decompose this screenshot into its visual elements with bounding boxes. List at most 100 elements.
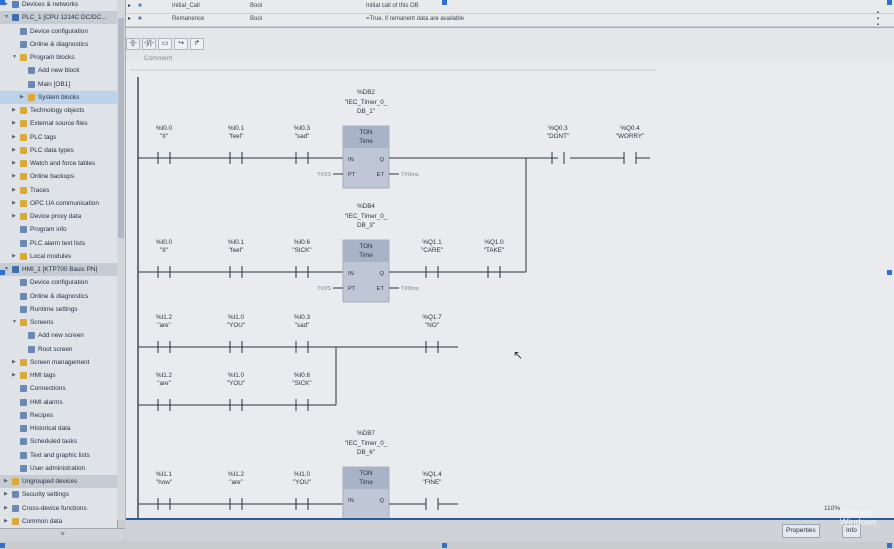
- expand-arrow-icon[interactable]: ▶: [12, 107, 16, 113]
- tree-scrollbar[interactable]: [117, 0, 126, 520]
- diagnostics-icon: [20, 40, 27, 48]
- interface-row[interactable]: ▸ ■ Remanence Bool =True, if remanent da…: [126, 13, 894, 27]
- tree-item[interactable]: Scheduled tasks: [0, 435, 117, 448]
- expand-arrow-icon[interactable]: ▶: [12, 173, 16, 180]
- resize-handle[interactable]: [0, 543, 5, 548]
- zoom-level[interactable]: 110%: [824, 505, 841, 512]
- tree-item[interactable]: Main [OB1]: [0, 78, 117, 91]
- tree-item[interactable]: Device configuration: [0, 25, 117, 38]
- tree-item[interactable]: ▶Devices & networks: [0, 0, 117, 11]
- tree-item[interactable]: ▶HMI tags: [0, 369, 117, 382]
- tree-item[interactable]: ▼Program blocks: [0, 51, 117, 64]
- tree-item-label: Technology objects: [30, 107, 85, 114]
- resize-handle[interactable]: [0, 0, 5, 5]
- expand-icon[interactable]: ▸: [128, 3, 132, 9]
- expand-arrow-icon[interactable]: ▶: [12, 213, 16, 219]
- tree-item[interactable]: ▼Screens: [0, 316, 117, 329]
- expand-icon[interactable]: ▸: [128, 16, 132, 22]
- tree-item[interactable]: ▶Local modules: [0, 250, 117, 263]
- resize-handle[interactable]: [442, 0, 447, 5]
- expand-arrow-icon[interactable]: ▶: [4, 1, 8, 7]
- interface-comment[interactable]: =True, if remanent data are available: [366, 16, 465, 22]
- tree-item[interactable]: ▶Watch and force tables: [0, 157, 117, 170]
- tree-item[interactable]: ▶OPC UA communication: [0, 197, 117, 210]
- expand-arrow-icon[interactable]: ▶: [4, 504, 8, 511]
- expand-arrow-icon[interactable]: ▶: [12, 358, 16, 365]
- tree-item[interactable]: ▶Ungrouped devices: [0, 475, 117, 488]
- expand-arrow-icon[interactable]: ▶: [12, 252, 16, 259]
- normally-open-contact-button[interactable]: -||-: [126, 38, 140, 50]
- expand-arrow-icon[interactable]: ▶: [12, 120, 16, 127]
- tree-item[interactable]: ▶Online backups: [0, 170, 117, 183]
- tree-item[interactable]: ▶Screen management: [0, 356, 117, 369]
- expand-arrow-icon[interactable]: ▶: [20, 93, 24, 100]
- more-options-icon[interactable]: ···: [875, 3, 881, 31]
- timer-pin-q: Q: [379, 498, 384, 504]
- expand-arrow-icon[interactable]: ▶: [12, 372, 16, 378]
- contact-address: %I0.0: [156, 239, 173, 246]
- expand-arrow-icon[interactable]: ▶: [12, 186, 16, 193]
- tree-item[interactable]: Device configuration: [0, 276, 117, 289]
- tree-item[interactable]: Connections: [0, 382, 117, 395]
- expand-arrow-icon[interactable]: ▶: [12, 133, 16, 140]
- interface-type[interactable]: Bool: [250, 16, 263, 22]
- expand-arrow-icon[interactable]: ▶: [12, 199, 16, 206]
- tree-item[interactable]: ▶System blocks: [0, 90, 117, 104]
- expand-arrow-icon[interactable]: ▼: [4, 14, 9, 21]
- properties-tab[interactable]: Properties: [782, 524, 820, 538]
- resize-handle[interactable]: [887, 543, 892, 548]
- tree-item[interactable]: Add new block: [0, 64, 117, 77]
- tree-item[interactable]: ▶Cross-device functions: [0, 502, 117, 515]
- expand-arrow-icon[interactable]: ▶: [4, 478, 8, 484]
- tree-item[interactable]: Historical data: [0, 422, 117, 435]
- expand-arrow-icon[interactable]: ▼: [12, 319, 17, 325]
- network-comment[interactable]: Comment: [144, 55, 173, 62]
- close-branch-button[interactable]: ↱: [190, 38, 204, 50]
- tree-item[interactable]: Program info: [0, 223, 117, 236]
- expand-arrow-icon[interactable]: ▶: [4, 491, 8, 498]
- interface-type[interactable]: Bool: [250, 3, 263, 9]
- normally-closed-contact-button[interactable]: -|/|-: [142, 38, 156, 50]
- tree-scroll-thumb[interactable]: [118, 18, 124, 238]
- tree-item[interactable]: Online & diagnostics: [0, 38, 117, 51]
- tree-item[interactable]: Root screen: [0, 343, 117, 356]
- expand-arrow-icon[interactable]: ▼: [4, 266, 9, 272]
- interface-name[interactable]: Initial_Call: [172, 3, 200, 9]
- interface-row[interactable]: ▸ ■ Initial_Call Bool Initial call of th…: [126, 0, 894, 14]
- interface-comment[interactable]: Initial call of this OB: [366, 3, 419, 9]
- resize-handle[interactable]: [887, 0, 892, 5]
- expand-arrow-icon[interactable]: ▼: [12, 54, 17, 60]
- tree-item[interactable]: User administration: [0, 462, 117, 475]
- tree-item[interactable]: ▶PLC data types: [0, 144, 117, 157]
- tree-item[interactable]: Text and graphic lists: [0, 449, 117, 462]
- tree-item[interactable]: HMI alarms: [0, 396, 117, 409]
- empty-box-button[interactable]: ▭: [158, 38, 172, 50]
- contact-address: %I0.1: [228, 125, 245, 132]
- tree-item[interactable]: ▼PLC_1 [CPU 1214C DC/DC...: [0, 11, 117, 25]
- tree-item[interactable]: ▶Security settings: [0, 488, 117, 501]
- tree-item[interactable]: PLC alarm text lists: [0, 237, 117, 250]
- resize-handle[interactable]: [0, 270, 5, 275]
- tree-item[interactable]: ▶Common data: [0, 515, 117, 528]
- expand-arrow-icon[interactable]: ▶: [12, 160, 16, 166]
- tree-item[interactable]: ▼HMI_1 [KTP700 Basic PN]: [0, 263, 117, 276]
- tree-item[interactable]: Online & diagnostics: [0, 290, 117, 303]
- resize-handle[interactable]: [887, 270, 892, 275]
- info-tab[interactable]: Info: [842, 524, 861, 538]
- tree-item[interactable]: Runtime settings: [0, 303, 117, 316]
- tree-item[interactable]: ▶Traces: [0, 184, 117, 197]
- interface-name[interactable]: Remanence: [172, 16, 205, 22]
- open-branch-button[interactable]: ↪: [174, 38, 188, 50]
- timer-instance-name: DB_1": [357, 108, 375, 115]
- tree-item[interactable]: ▶PLC tags: [0, 131, 117, 144]
- expand-arrow-icon[interactable]: ▶: [4, 517, 8, 524]
- tree-item[interactable]: Recipes: [0, 409, 117, 422]
- tree-item[interactable]: ▶ Technology objects: [0, 104, 117, 117]
- tree-item[interactable]: ▶Device proxy data: [0, 210, 117, 223]
- resize-handle[interactable]: [442, 543, 447, 548]
- expand-arrow-icon[interactable]: ▶: [12, 146, 16, 153]
- tree-item[interactable]: Add new screen: [0, 329, 117, 342]
- tree-item[interactable]: ▶External source files: [0, 117, 117, 130]
